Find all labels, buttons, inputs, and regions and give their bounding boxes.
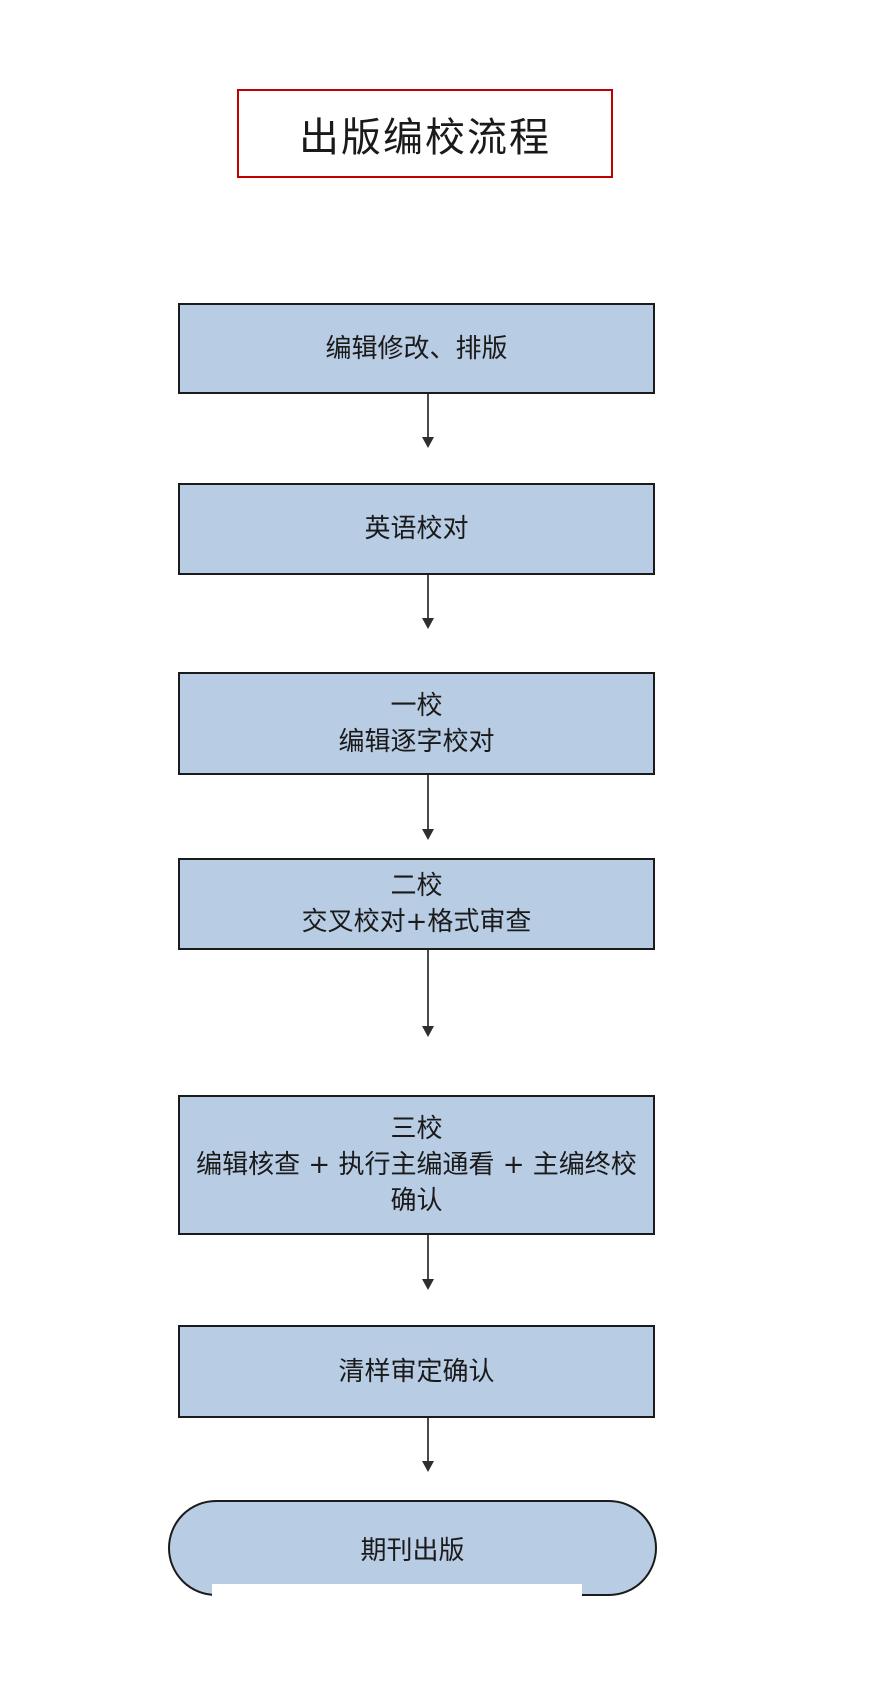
flowchart-title: 出版编校流程 — [299, 114, 551, 161]
flow-arrow-3 — [422, 775, 434, 840]
flow-arrow-2 — [422, 575, 434, 629]
flow-arrow-5 — [422, 1235, 434, 1290]
arrow-down-icon — [422, 1279, 434, 1290]
node-text: 二校 — [390, 871, 443, 901]
arrow-down-icon — [422, 1026, 434, 1037]
node-text: 交叉校对+格式审查 — [301, 907, 532, 937]
node-text: 英语校对 — [364, 514, 469, 544]
arrow-down-icon — [422, 1461, 434, 1472]
node-text: 三校 — [390, 1114, 443, 1144]
node-text: 编辑逐字校对 — [338, 726, 495, 757]
flow-arrow-4 — [422, 950, 434, 1037]
flow-node-proof-confirm: 清样审定确认 — [178, 1325, 655, 1418]
node-text: 一校 — [390, 690, 443, 721]
arrow-down-icon — [422, 618, 434, 629]
flow-node-english-proofread: 英语校对 — [178, 483, 655, 575]
node-text: 编辑核查 + 执行主编通看 + 主编终校 — [196, 1150, 637, 1180]
node-text: 清样审定确认 — [338, 1356, 495, 1387]
flow-node-second-proof: 二校 交叉校对+格式审查 — [178, 858, 655, 950]
arrow-down-icon — [422, 829, 434, 840]
flow-node-third-proof: 三校 编辑核查 + 执行主编通看 + 主编终校 确认 — [178, 1095, 655, 1235]
arrow-down-icon — [422, 437, 434, 448]
node-text: 编辑修改、排版 — [325, 333, 508, 364]
flow-arrow-6 — [422, 1418, 434, 1472]
node-text: 确认 — [390, 1186, 443, 1216]
node-text: 期刊出版 — [360, 1535, 465, 1566]
flowchart-title-box: 出版编校流程 — [237, 89, 613, 178]
flow-arrow-1 — [422, 394, 434, 448]
flow-node-journal-publish: 期刊出版 — [168, 1500, 657, 1596]
flow-node-first-proof: 一校 编辑逐字校对 — [178, 672, 655, 775]
ellipse-clip-artifact — [212, 1584, 582, 1600]
flow-node-edit-typeset: 编辑修改、排版 — [178, 303, 655, 394]
